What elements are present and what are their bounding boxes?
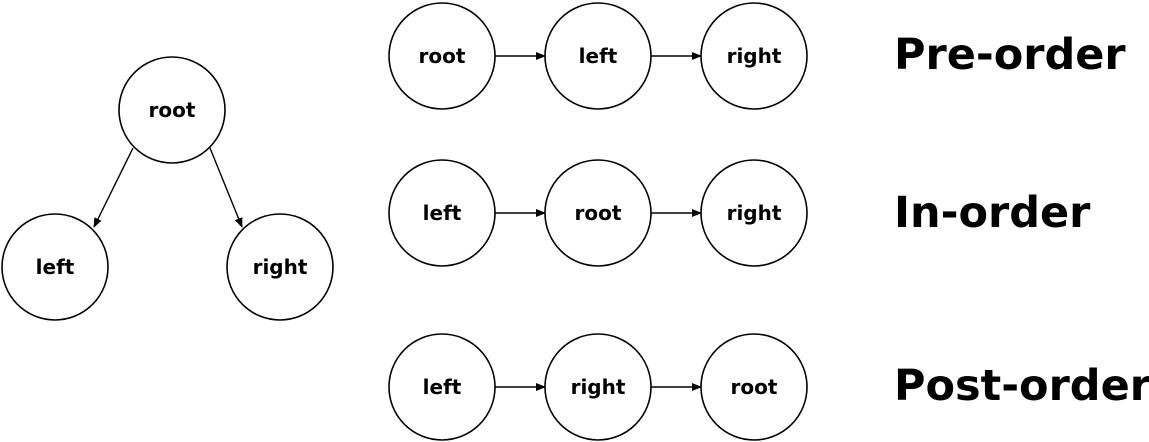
post-order-node-1: left [388, 333, 496, 441]
post-order-node-3: root [700, 333, 808, 441]
in-order-row: left root right In-order [388, 159, 1091, 267]
post-order-node-2: right [544, 333, 652, 441]
post-order-node-3-label: root [731, 375, 778, 399]
tree-node-left-label: left [36, 255, 75, 279]
in-order-node-2-label: root [575, 201, 622, 225]
edge-root-to-right [209, 147, 243, 228]
pre-order-title: Pre-order [894, 30, 1126, 80]
post-order-row: left right root Post-order [388, 333, 1149, 441]
pre-order-node-3-label: right [727, 44, 782, 68]
in-order-title: In-order [894, 188, 1091, 238]
pre-order-node-1-label: root [419, 44, 466, 68]
tree-node-right: right [226, 213, 334, 321]
post-order-node-1-label: left [423, 375, 462, 399]
post-order-node-2-label: right [571, 375, 626, 399]
binary-tree: root left right [1, 56, 334, 321]
in-order-node-3-label: right [727, 201, 782, 225]
in-order-node-2: root [544, 159, 652, 267]
post-order-title: Post-order [894, 361, 1149, 411]
in-order-node-1: left [388, 159, 496, 267]
tree-node-root-label: root [149, 98, 196, 122]
pre-order-node-1: root [388, 2, 496, 110]
in-order-node-1-label: left [423, 201, 462, 225]
in-order-node-3: right [700, 159, 808, 267]
edge-root-to-left [93, 147, 134, 228]
tree-node-right-label: right [253, 255, 308, 279]
tree-node-root: root [118, 56, 226, 164]
pre-order-row: root left right Pre-order [388, 2, 1126, 110]
pre-order-node-2: left [544, 2, 652, 110]
tree-node-left: left [1, 213, 109, 321]
pre-order-node-2-label: left [579, 44, 618, 68]
pre-order-node-3: right [700, 2, 808, 110]
